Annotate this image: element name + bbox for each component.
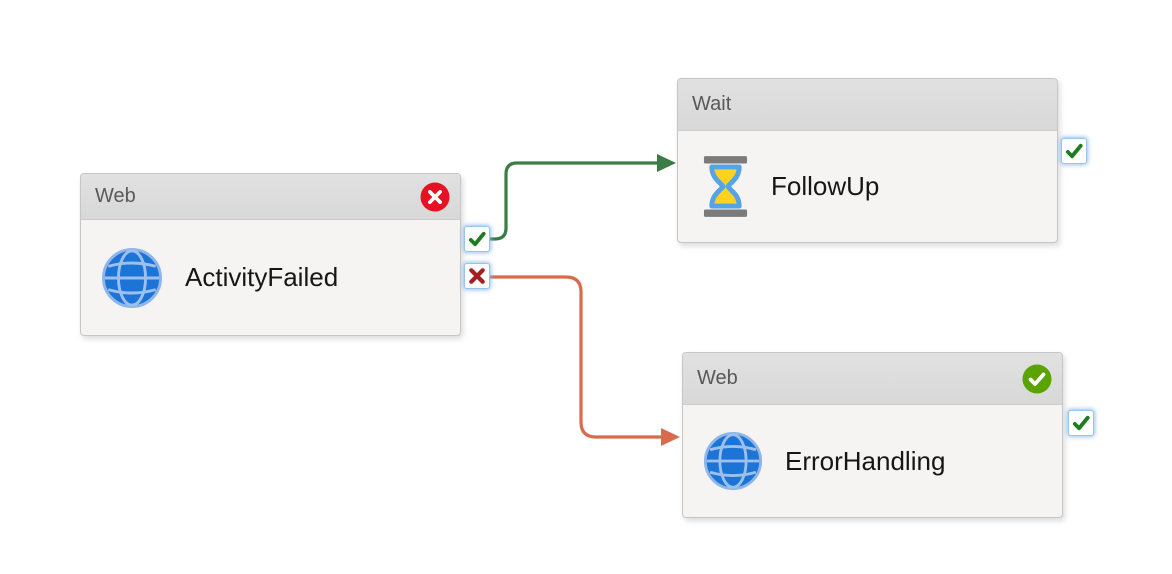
node-header: Wait [678,79,1057,131]
output-port-success[interactable] [464,226,490,252]
node-header: Web [81,174,460,220]
output-port-success[interactable] [1068,410,1094,436]
arrowhead-icon [657,154,676,172]
connector-failure[interactable] [490,275,680,446]
node-followup[interactable]: Wait FollowUp [677,78,1058,243]
output-port-failure[interactable] [464,263,490,289]
check-icon [1072,415,1090,431]
node-errorhandling[interactable]: Web ErrorHandling [682,352,1063,518]
node-body: FollowUp [678,131,1057,242]
connector-failure-line[interactable] [490,275,661,439]
connector-success[interactable] [490,154,676,241]
hourglass-icon [703,156,748,217]
node-body: ErrorHandling [683,405,1062,517]
node-name-label: FollowUp [771,171,880,201]
node-body: ActivityFailed [81,220,460,335]
node-type-label: Web [697,367,738,389]
cross-icon [469,268,485,284]
node-activityfailed[interactable]: Web ActivityFailed [80,173,461,336]
output-port-success[interactable] [1061,138,1087,164]
globe-icon [703,431,763,491]
node-type-label: Wait [692,93,732,115]
status-error-badge [420,182,450,211]
node-type-label: Web [95,185,136,207]
status-success-badge [1022,364,1052,393]
node-name-label: ErrorHandling [785,445,946,476]
arrowhead-icon [661,428,680,446]
check-icon [1065,143,1083,159]
check-icon [1028,372,1046,386]
cross-icon [428,189,442,204]
check-icon [468,231,486,247]
node-name-label: ActivityFailed [185,262,339,292]
node-header: Web [683,353,1062,405]
globe-icon [101,247,163,308]
connector-success-line[interactable] [490,161,657,241]
